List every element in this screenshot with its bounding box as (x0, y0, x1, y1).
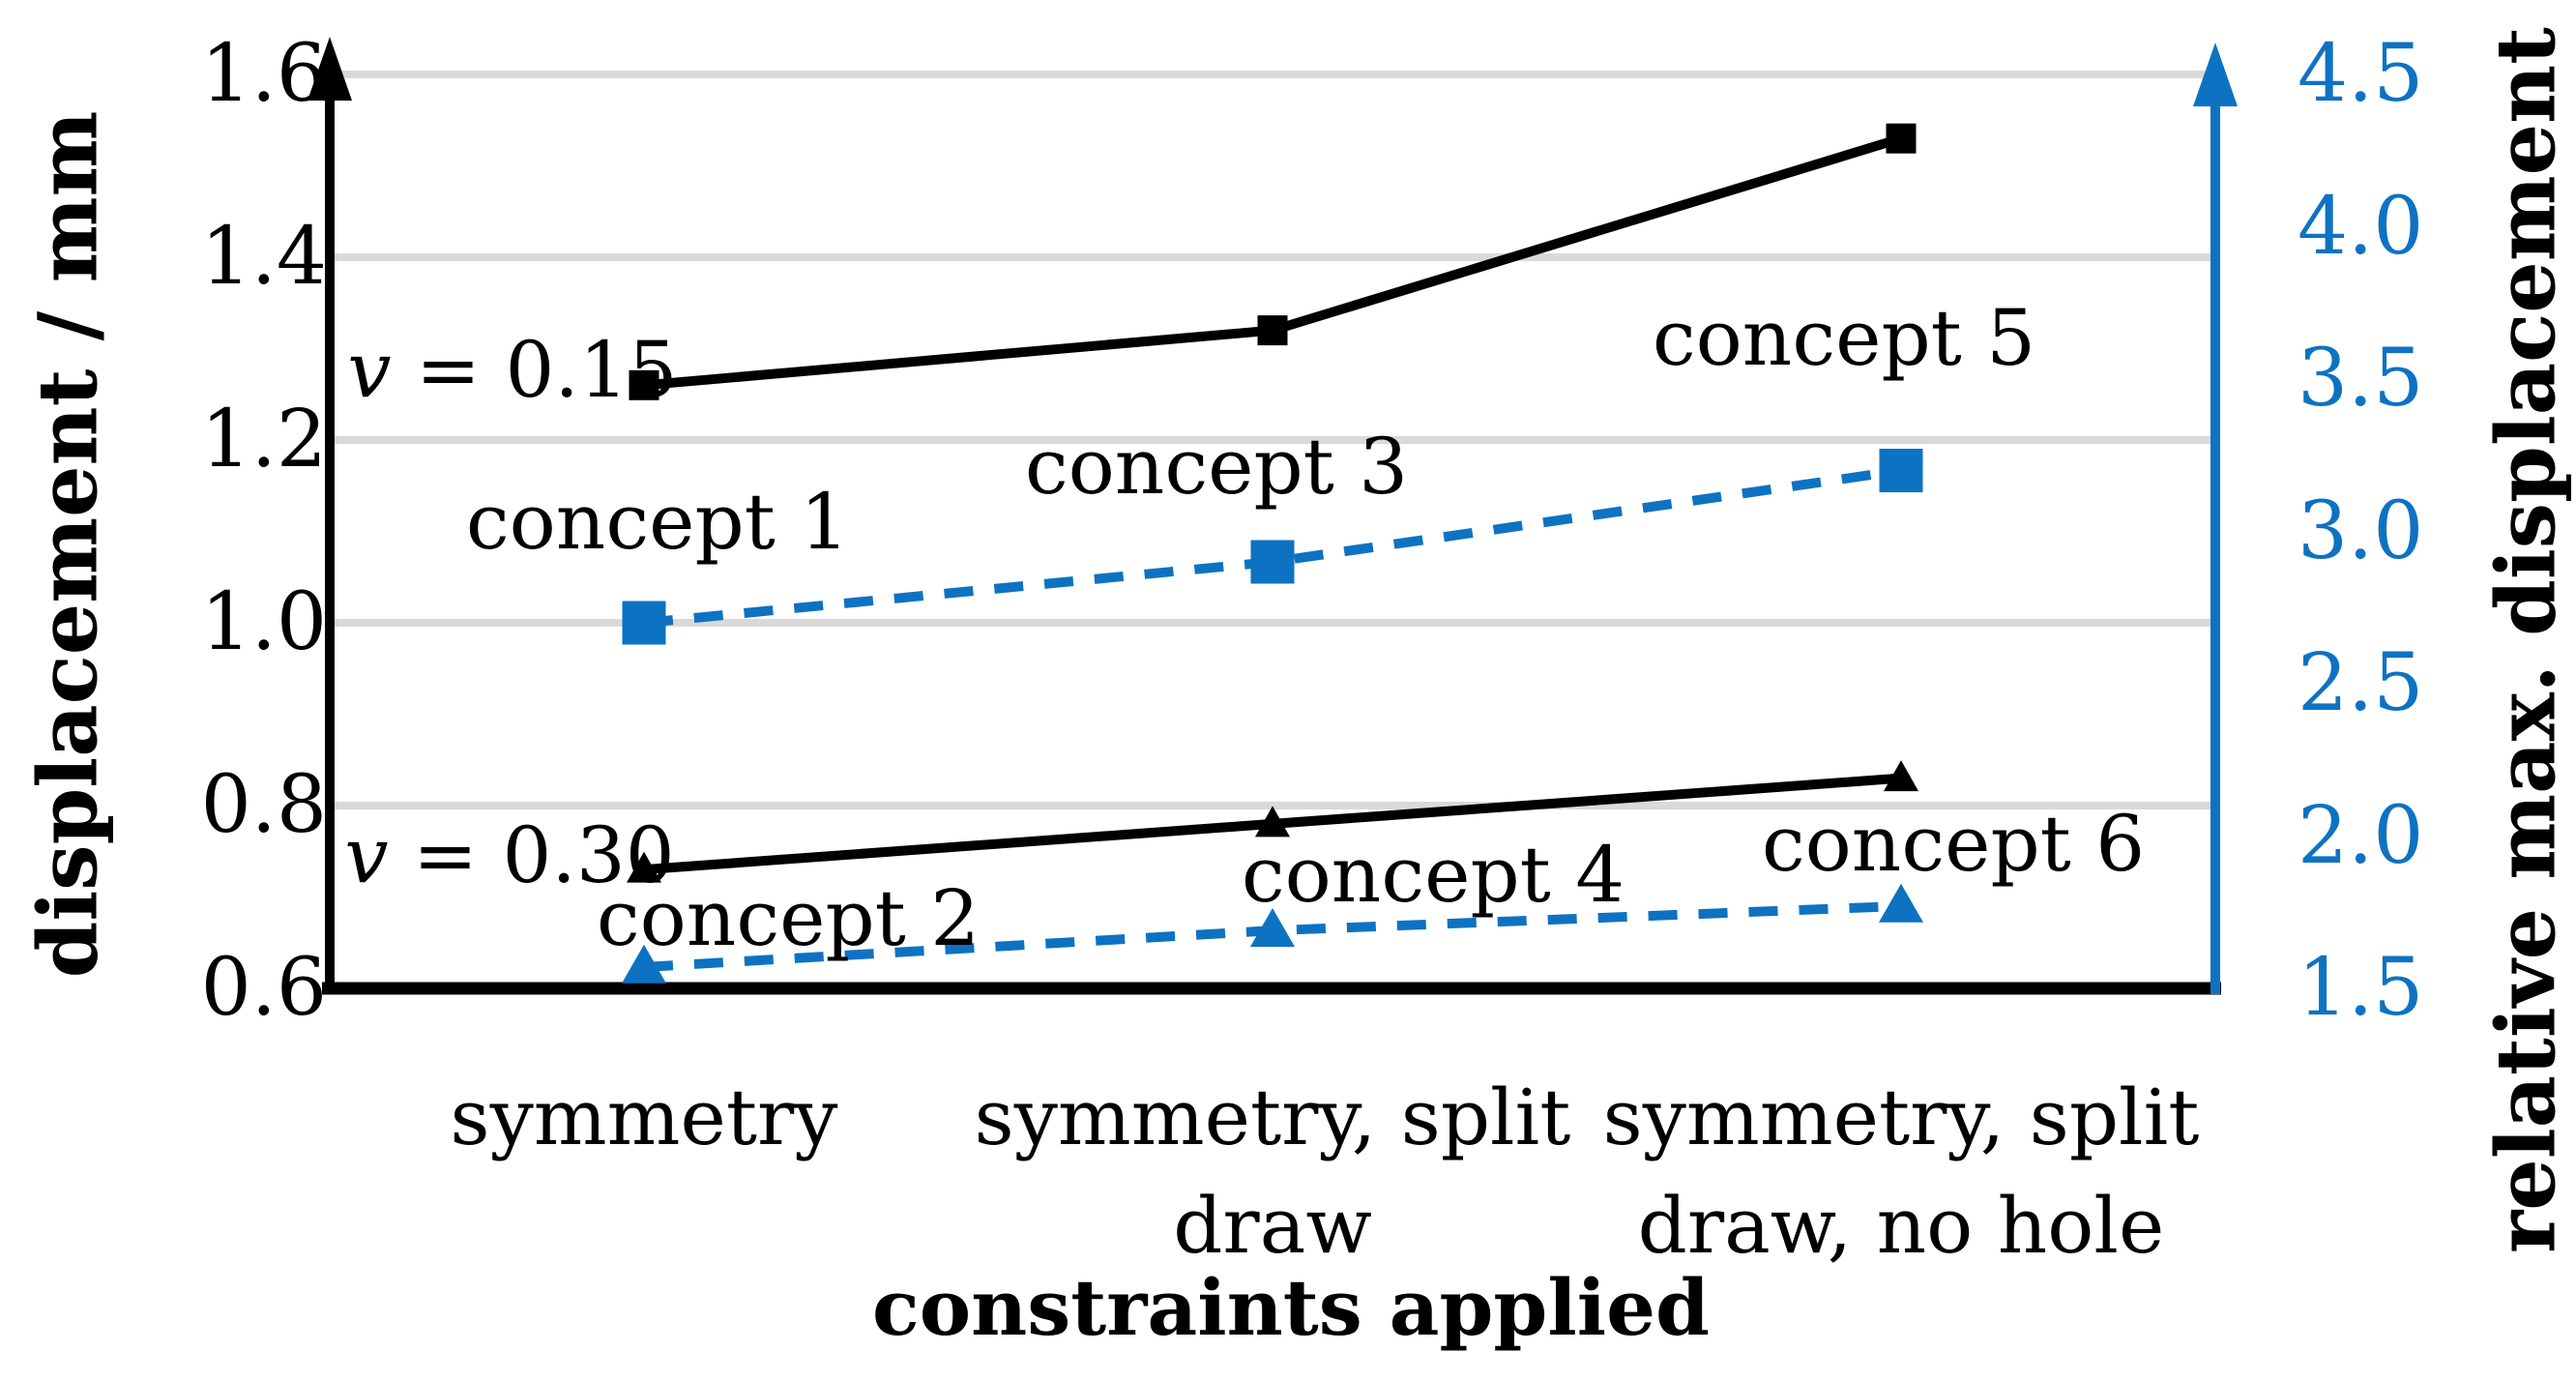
left-axis-tick: 1.2 (200, 394, 327, 485)
right-axis-tick: 3.0 (2298, 485, 2424, 577)
right-axis-tick: 2.5 (2298, 637, 2424, 729)
left-axis-title: displacement / mm (19, 110, 116, 979)
data-point-marker (1886, 123, 1917, 154)
x-axis-tick: symmetry (450, 1072, 838, 1162)
left-axis-tick: 0.8 (200, 759, 327, 851)
right-axis-tick: 2.0 (2298, 789, 2424, 882)
left-axis-tick: 1.0 (200, 576, 327, 668)
right-axis-tick: 4.5 (2298, 28, 2424, 120)
data-point-marker (1884, 760, 1918, 792)
concept-label: concept 1 (465, 477, 850, 567)
data-point-marker (1879, 449, 1923, 492)
x-axis-title: constraints applied (872, 1262, 1710, 1353)
data-point-marker (627, 851, 661, 883)
data-point-marker (1250, 540, 1295, 584)
concept-label: concept 5 (1652, 293, 2036, 383)
left-axis-tick: 1.4 (200, 211, 327, 303)
poisson-ratio-label: v = 0.30 (344, 810, 675, 900)
data-point-marker (629, 369, 659, 400)
right-axis-tick: 1.5 (2298, 942, 2424, 1034)
right-axis-tick: 4.0 (2298, 180, 2424, 273)
right-axis-tick: 3.5 (2298, 333, 2424, 425)
right-axis-arrow-icon (2193, 43, 2238, 106)
poisson-ratio-label: v = 0.15 (347, 325, 678, 415)
left-axis-arrow-icon (307, 37, 352, 101)
concept-label: concept 4 (1241, 830, 1625, 920)
concept-label: concept 6 (1761, 799, 2146, 889)
left-axis-tick: 0.6 (200, 942, 327, 1034)
data-point-marker (1879, 883, 1923, 923)
data-point-marker (622, 944, 666, 984)
left-axis-tick: 1.6 (200, 28, 327, 120)
data-point-marker (1250, 907, 1295, 947)
data-point-marker (1257, 315, 1288, 346)
data-point-marker (1255, 806, 1290, 837)
concept-label: concept 2 (596, 873, 981, 963)
concept-label: concept 3 (1024, 422, 1409, 512)
data-point-marker (622, 601, 666, 645)
